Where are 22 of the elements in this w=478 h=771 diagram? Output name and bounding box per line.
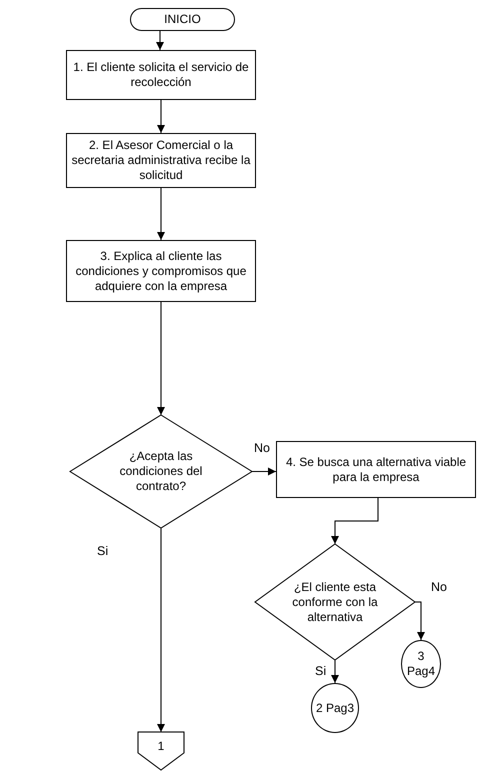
terminator-shape: INICIO bbox=[130, 8, 235, 31]
connector-circle: 3 Pag4 bbox=[401, 640, 441, 688]
arrow bbox=[252, 468, 276, 476]
node-text: 1 bbox=[158, 738, 164, 752]
process-box: 3. Explica al cliente las condiciones y compromisos que adquiere con la empresa bbox=[66, 240, 256, 302]
node-text: ¿Acepta las condiciones del contrato? bbox=[120, 449, 202, 493]
arrow bbox=[157, 188, 165, 240]
arrow bbox=[331, 660, 339, 684]
off-page-connector bbox=[138, 732, 184, 770]
process-box: 1. El cliente solicita el servicio de recolección bbox=[66, 50, 256, 100]
arrow bbox=[156, 30, 164, 50]
decision-diamond bbox=[70, 415, 252, 528]
process-box: 4. Se busca una alternativa viable para la empresa bbox=[276, 441, 476, 498]
arrow bbox=[331, 498, 378, 544]
node-text: ¿El cliente esta conforme con la alternativa bbox=[292, 580, 378, 624]
connector-circle: 2 Pag3 bbox=[311, 683, 359, 733]
arrow bbox=[157, 528, 165, 732]
arrow bbox=[414, 602, 425, 640]
arrow bbox=[157, 100, 165, 134]
arrow bbox=[157, 302, 165, 416]
process-box: 2. El Asesor Comercial o la secretaria administrativa recibe la solicitud bbox=[66, 133, 256, 188]
decision-diamond bbox=[255, 544, 415, 660]
